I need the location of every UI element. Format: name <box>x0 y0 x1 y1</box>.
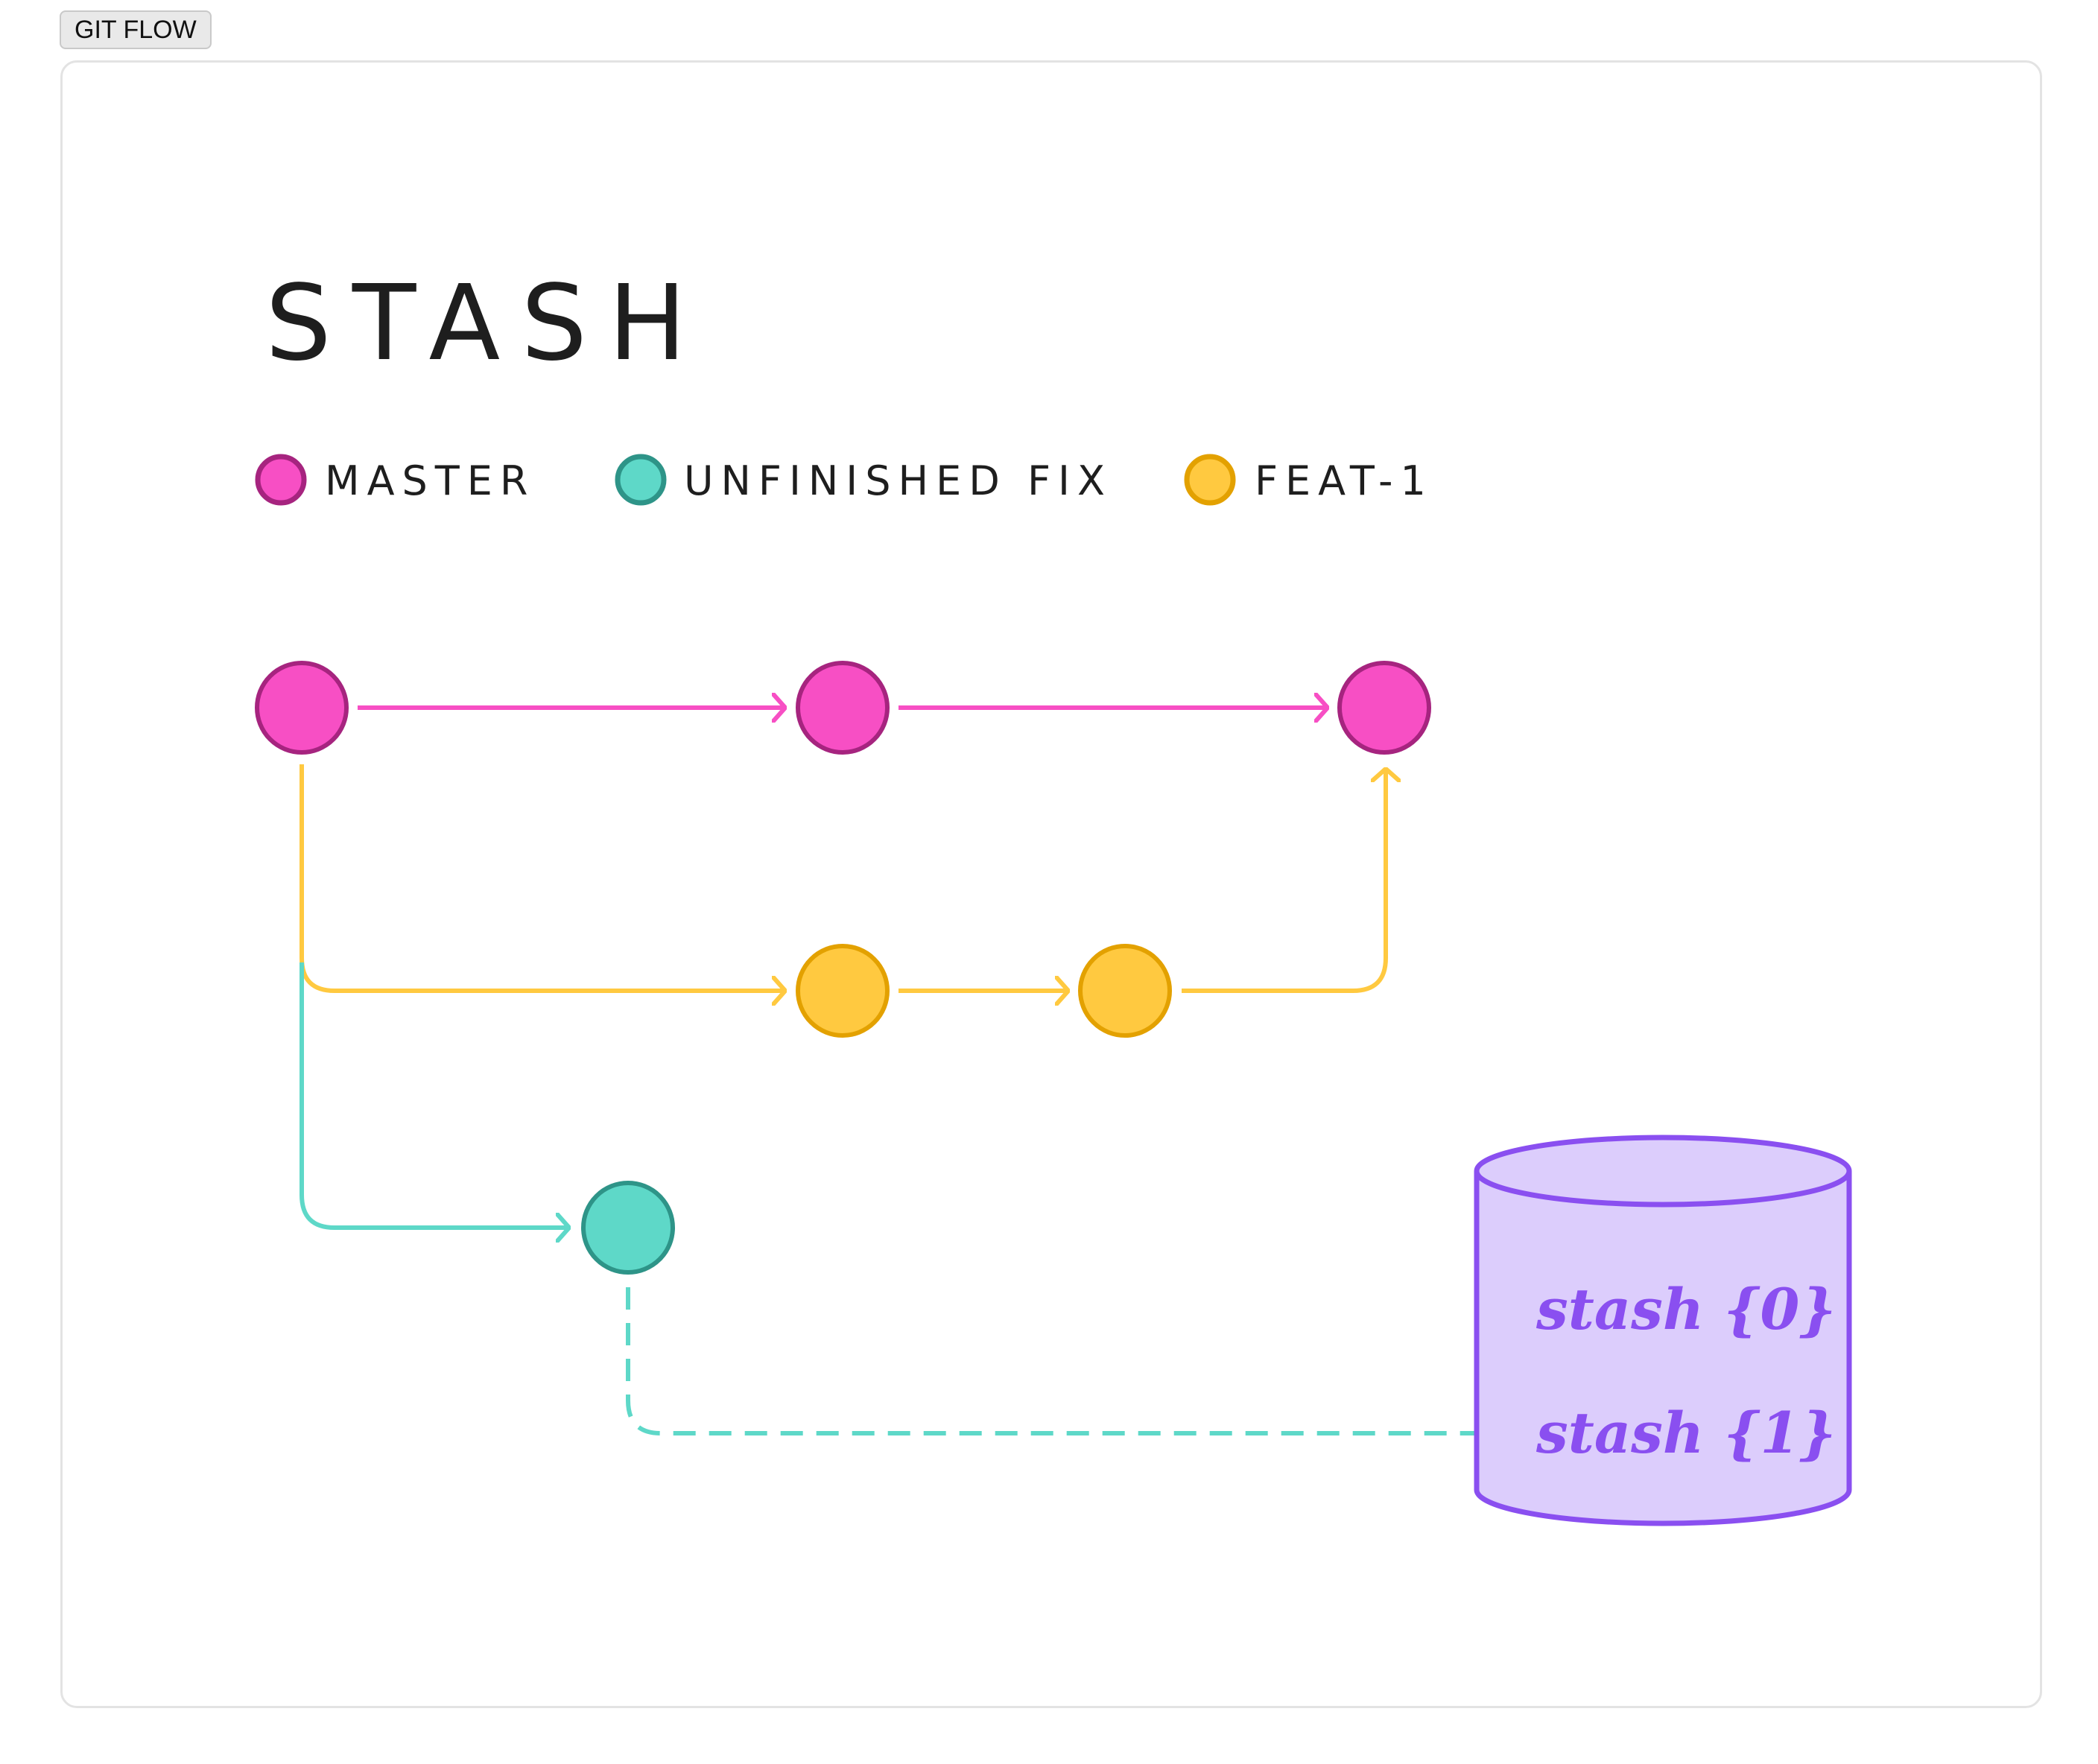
stash-store-cylinder: stash {0} stash {1} <box>1474 1135 1852 1526</box>
diagram-title: STASH <box>265 263 707 384</box>
feat-1-swatch-icon <box>1184 454 1236 506</box>
stash-entry-1: stash {1} <box>1536 1400 1836 1466</box>
master-commit-node <box>255 661 349 755</box>
git-flow-tag: GIT FLOW <box>60 10 212 49</box>
feat-1-commit-node <box>796 944 890 1038</box>
cylinder-body <box>1474 1171 1852 1526</box>
cylinder-top <box>1474 1135 1852 1208</box>
unfinished-fix-swatch-icon <box>615 454 667 506</box>
legend-item-master: MASTER <box>255 454 535 506</box>
feat-1-merge-edge <box>1182 769 1386 993</box>
master-swatch-icon <box>255 454 307 506</box>
stash-entry-0: stash {0} <box>1536 1276 1836 1342</box>
master-commit-node <box>1337 661 1431 755</box>
legend-label-feat-1: FEAT-1 <box>1255 457 1433 504</box>
unfinished-fix-branch-edge <box>300 962 569 1228</box>
unfinished-fix-commit-node <box>581 1181 675 1275</box>
stash-push-edge <box>626 1287 1523 1433</box>
branch-connectors <box>300 708 1523 1433</box>
legend-label-master: MASTER <box>325 457 535 504</box>
feat-1-commit-node <box>1078 944 1172 1038</box>
legend-label-unfinished-fix: UNFINISHED FIX <box>684 457 1112 504</box>
legend-item-unfinished-fix: UNFINISHED FIX <box>615 454 1112 506</box>
legend-item-feat-1: FEAT-1 <box>1184 454 1433 506</box>
legend: MASTER UNFINISHED FIX FEAT-1 <box>255 454 1433 506</box>
feat-1-commits <box>796 944 1172 1038</box>
master-commit-node <box>796 661 890 755</box>
master-commits <box>255 661 1431 755</box>
feat-1-branch-edge <box>300 764 785 991</box>
